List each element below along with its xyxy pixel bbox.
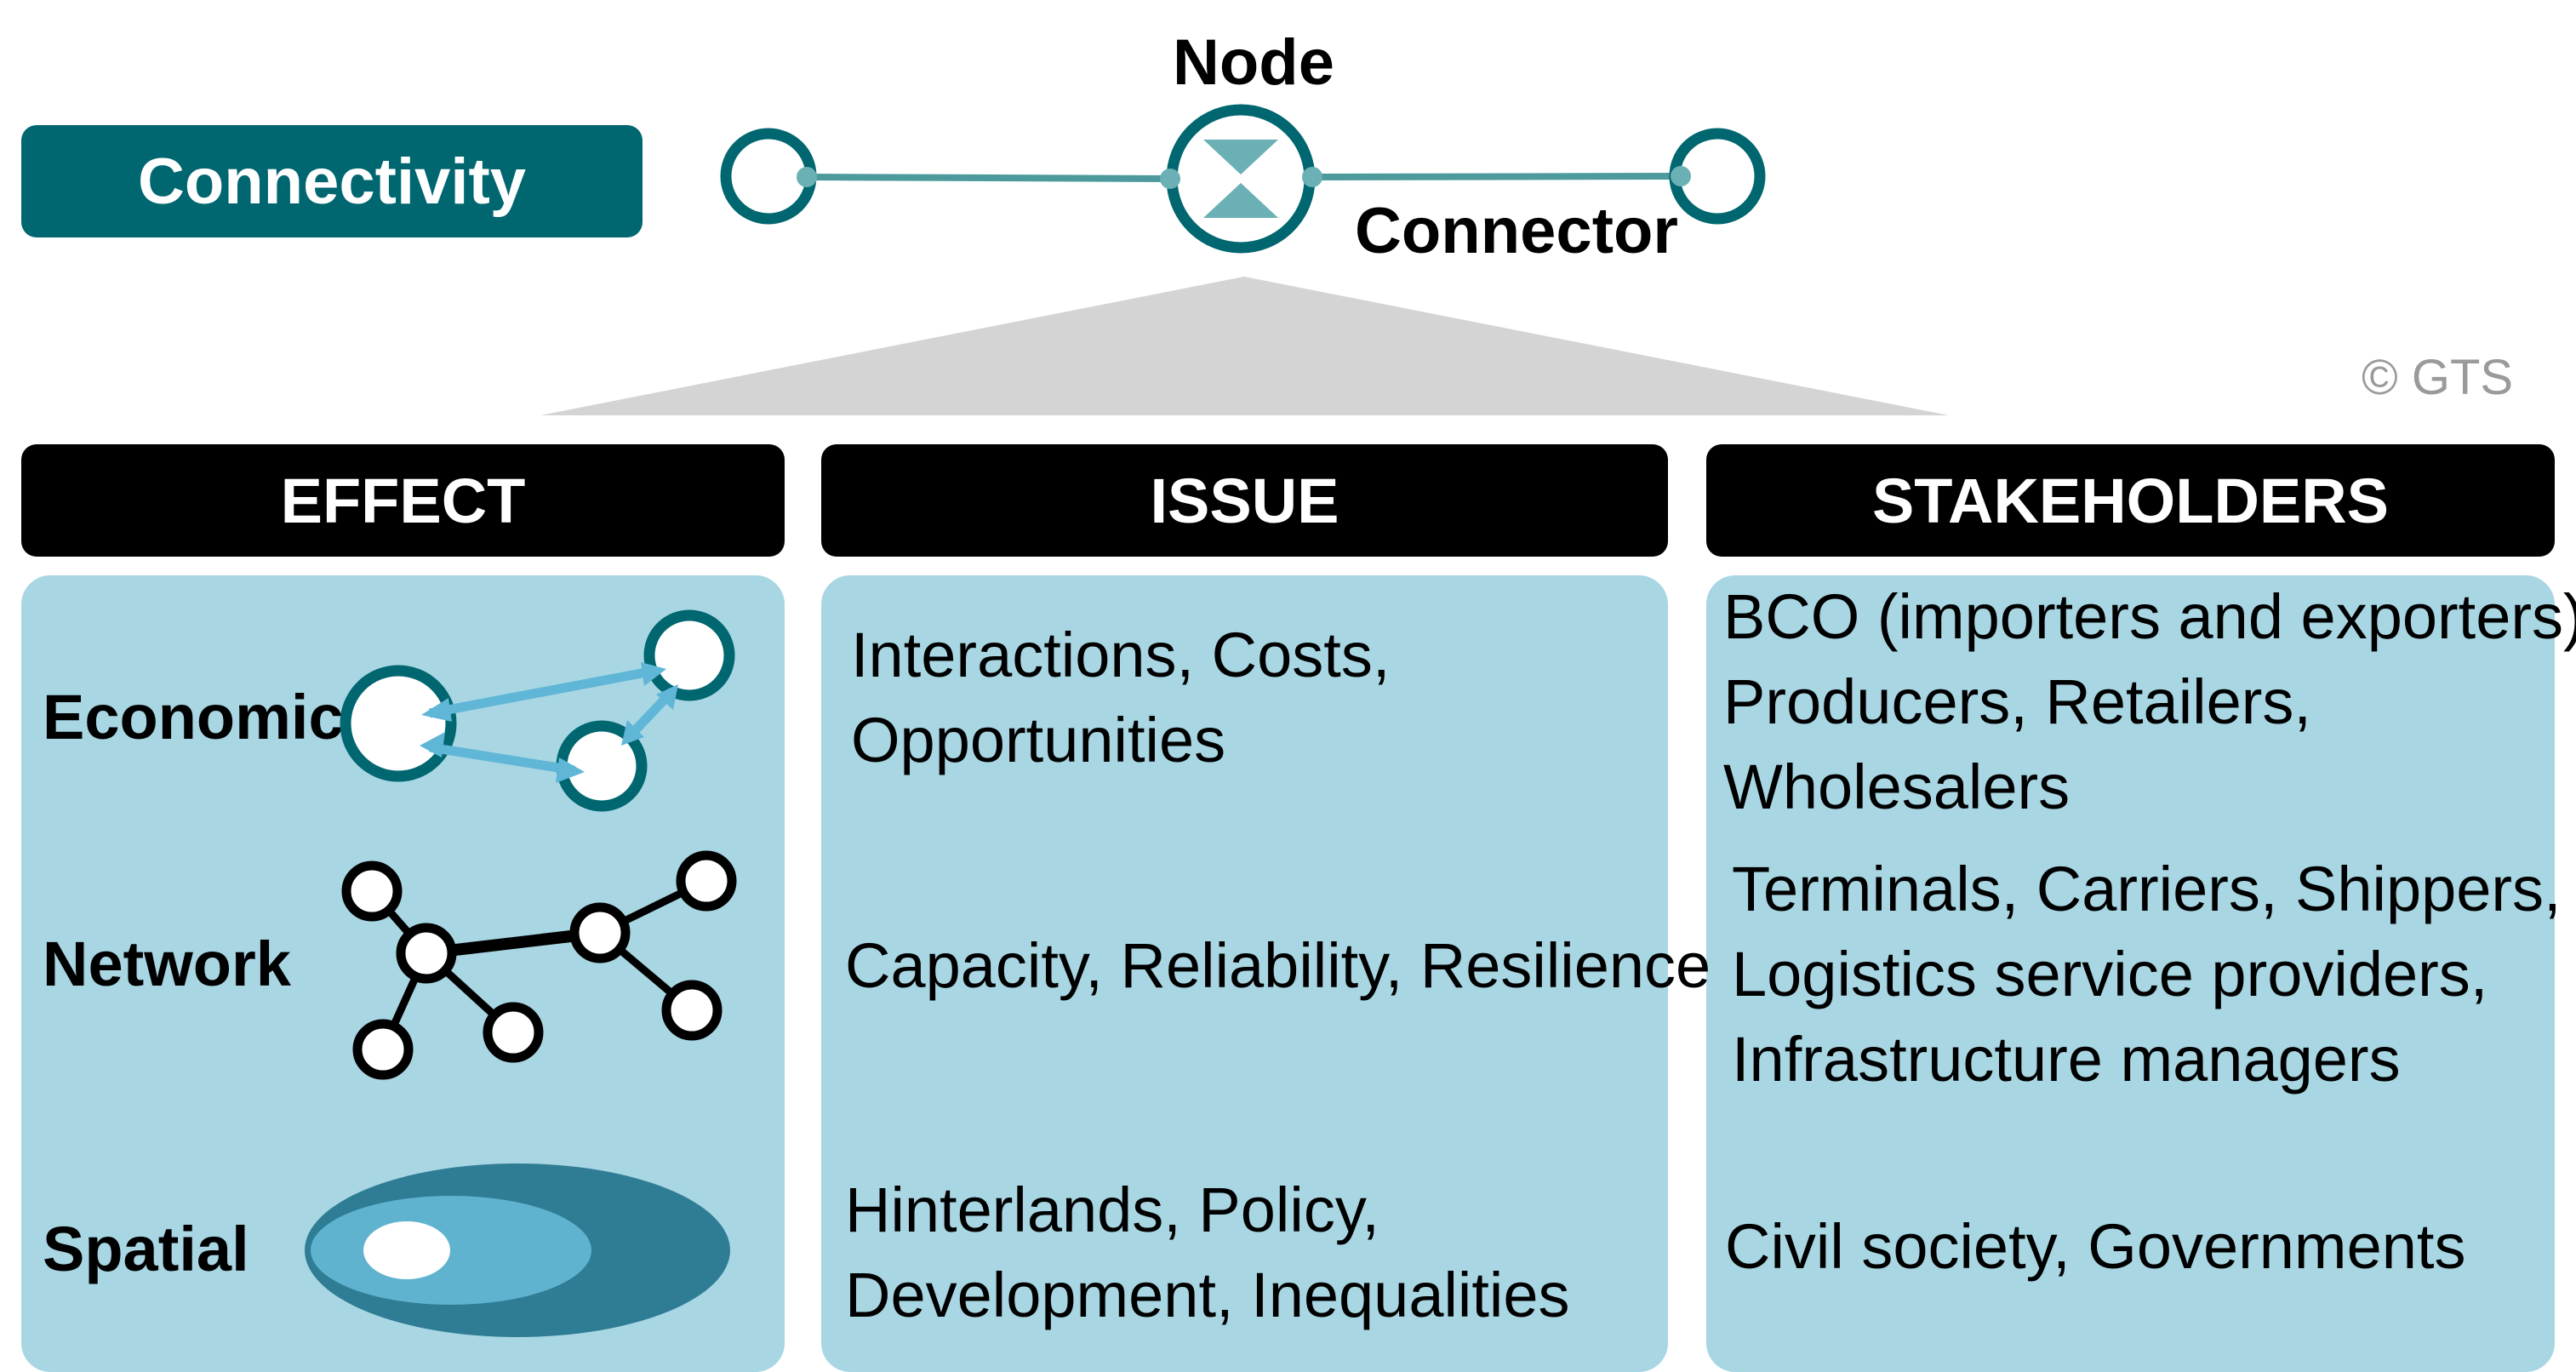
connection-dot <box>1160 169 1180 189</box>
economic-interactions-icon <box>340 609 735 812</box>
stakeholders-network-line: Infrastructure managers <box>1732 1024 2401 1095</box>
node-label: Node <box>1173 26 1334 99</box>
issue-spatial: Hinterlands, Policy, Development, Inequa… <box>845 1168 1570 1338</box>
connection-dot <box>1302 167 1322 187</box>
stakeholders-economic: BCO (importers and exporters), Producers… <box>1723 575 2576 830</box>
connection-dot <box>797 167 817 187</box>
copyright-text: © GTS <box>2362 350 2514 405</box>
issue-header-label: ISSUE <box>1150 465 1339 536</box>
connection-dot <box>1671 166 1691 186</box>
hourglass-icon-bottom <box>1203 183 1278 218</box>
effect-row-network: Network <box>43 929 291 999</box>
connectivity-label: Connectivity <box>137 145 527 218</box>
stakeholders-economic-line: BCO (importers and exporters), <box>1723 581 2576 652</box>
effect-row-spatial: Spatial <box>43 1214 249 1284</box>
issue-spatial-line: Hinterlands, Policy, <box>845 1175 1379 1245</box>
stakeholders-network-line: Terminals, Carriers, Shippers, <box>1732 854 2562 924</box>
effect-header-label: EFFECT <box>280 465 526 536</box>
connectivity-badge: Connectivity <box>21 125 643 237</box>
issue-economic-line: Interactions, Costs, <box>851 620 1391 690</box>
expansion-triangle <box>540 277 1949 415</box>
stakeholders-spatial: Civil society, Governments <box>1725 1204 2465 1289</box>
issue-header: ISSUE <box>821 444 1668 557</box>
connector-line-right <box>1311 173 1682 180</box>
network-graph-icon <box>341 850 737 1080</box>
effect-header: EFFECT <box>21 444 785 557</box>
issue-network: Capacity, Reliability, Resilience <box>845 923 1711 1009</box>
stakeholders-network-line: Logistics service providers, <box>1732 939 2488 1009</box>
central-node-circle <box>1166 104 1316 254</box>
connector-line-left <box>806 174 1171 182</box>
stakeholders-header: STAKEHOLDERS <box>1706 444 2555 557</box>
effect-row-economic: Economic <box>43 682 344 752</box>
issue-economic: Interactions, Costs, Opportunities <box>851 613 1390 783</box>
stakeholders-header-label: STAKEHOLDERS <box>1871 465 2390 536</box>
issue-spatial-line: Development, Inequalities <box>845 1260 1570 1330</box>
stakeholders-spatial-line: Civil society, Governments <box>1725 1211 2466 1282</box>
stakeholders-panel <box>1706 575 2555 1372</box>
hourglass-icon-top <box>1203 140 1278 174</box>
issue-economic-line: Opportunities <box>851 705 1226 775</box>
stakeholders-network: Terminals, Carriers, Shippers, Logistics… <box>1732 847 2562 1102</box>
connector-label: Connector <box>1355 195 1678 267</box>
stakeholders-economic-line: Producers, Retailers, <box>1723 666 2311 737</box>
issue-panel <box>821 575 1668 1372</box>
stakeholders-economic-line: Wholesalers <box>1723 752 2071 822</box>
spatial-zones-icon <box>305 1163 730 1337</box>
issue-network-line: Capacity, Reliability, Resilience <box>845 930 1711 1001</box>
